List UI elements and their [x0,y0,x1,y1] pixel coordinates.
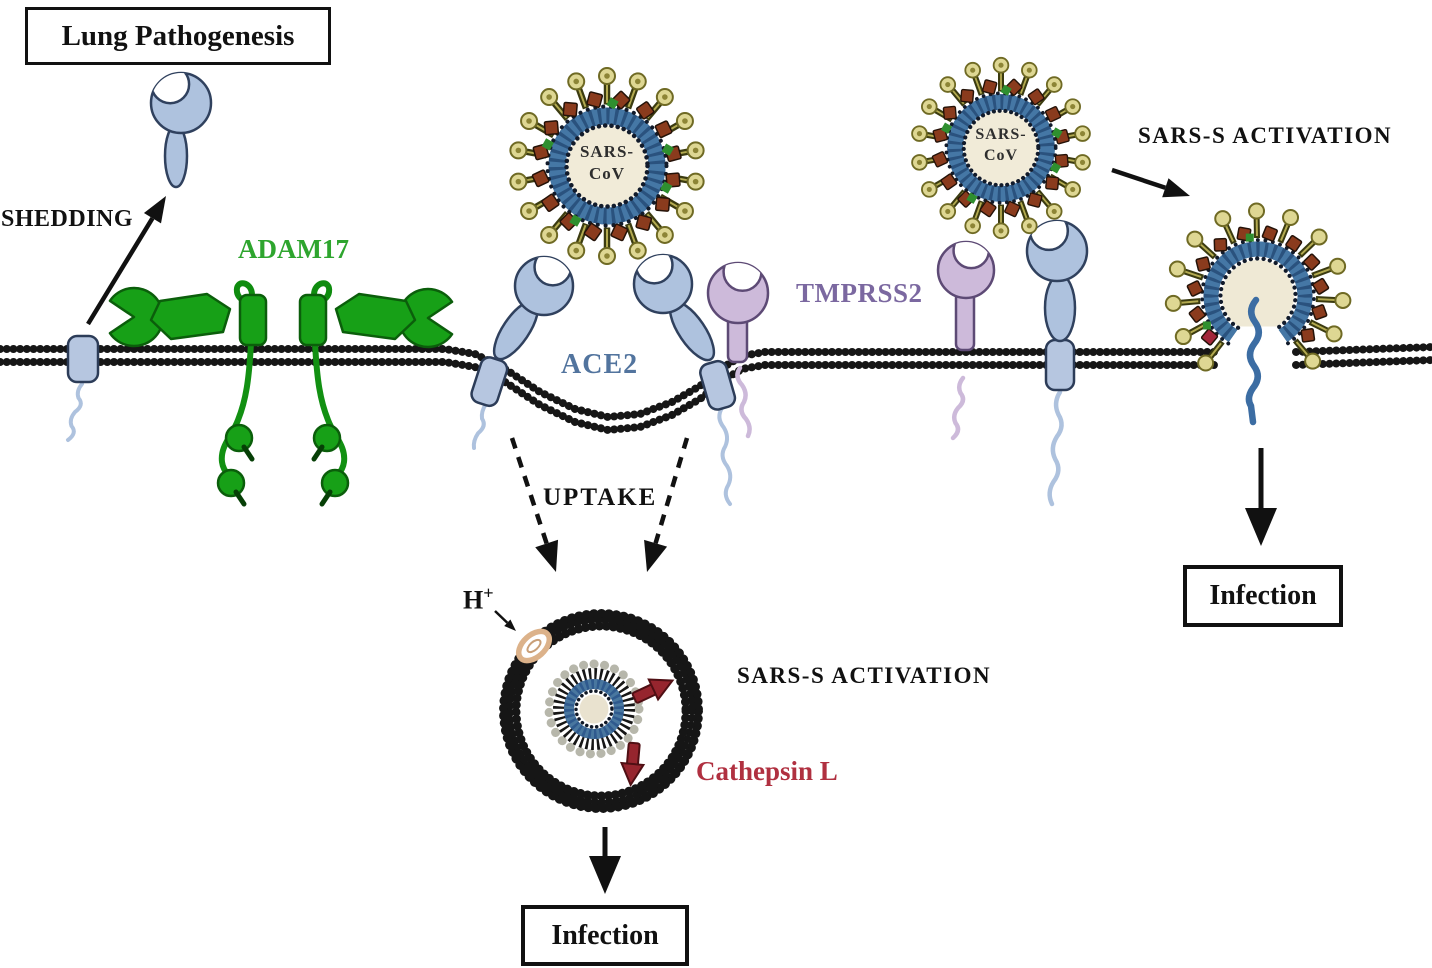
sars-cov-virion-2 [911,56,1091,240]
infection-arrow-right [1245,448,1277,546]
lung-pathogenesis-label: Lung Pathogenesis [61,19,295,52]
adam17-protease-right [298,280,454,507]
proton-arrow [494,610,516,631]
adam17-protease-left [108,280,268,507]
ace2-receptor-left [470,255,575,408]
ace2-label: ACE2 [561,349,639,380]
uptake-label: UPTAKE [543,484,658,511]
shedding-arrow [86,196,166,326]
sars-s-activation-arrow [1111,167,1190,198]
h-plus-label: H+ [463,583,494,615]
adam17-label: ADAM17 [238,234,349,264]
ace2-receptor-right [632,253,737,411]
infection-arrow-bottom [589,827,621,894]
sars-cov-virion-1 [509,67,705,265]
tmprss2-protease-1 [706,261,770,364]
cathepsin-l-label: Cathepsin L [696,756,838,786]
lung-pathogenesis-box: Lung Pathogenesis [25,7,331,65]
virion-1-label: SARS- CoV [579,142,635,184]
endosome [498,608,703,814]
tmprss2-protease-2 [936,240,996,352]
cytoplasmic-tails [66,365,1064,507]
tmprss2-label: TMPRSS2 [796,278,923,308]
sars-s-activation-label-endosome: SARS-S ACTIVATION [737,663,992,688]
infection-box-bottom: Infection [521,905,689,966]
cleaved-ace2-membrane-stub [66,334,100,384]
ace2-receptor-virion2 [1025,219,1089,392]
fusing-virion-membrane [1164,202,1352,426]
shed-ace2-ectodomain [149,71,213,189]
uptake-dashed-arrows [509,437,690,572]
sars-s-activation-label-membrane: SARS-S ACTIVATION [1138,123,1393,148]
infection-box-right: Infection [1183,565,1343,627]
shedding-label: SHEDDING [1,206,134,232]
virion-2-label: SARS- CoV [975,126,1027,164]
